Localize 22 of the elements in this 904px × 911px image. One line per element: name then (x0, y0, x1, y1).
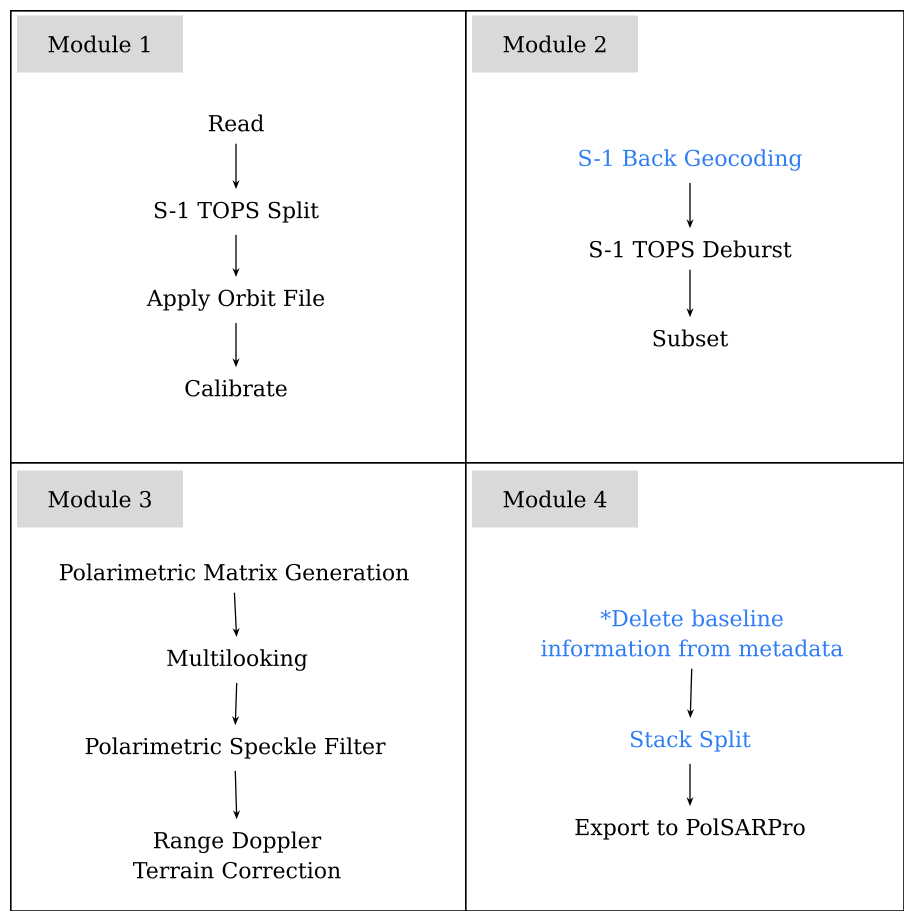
module-panel (10, 10, 467, 464)
step-label: Export to PolSARPro (575, 818, 805, 840)
step-label: S-1 TOPS Deburst (590, 240, 792, 258)
module-header: Module 2 (472, 16, 638, 72)
step-label: Polarimetric Matrix Generation (60, 563, 409, 580)
step-label: S-1 TOPS Split (154, 201, 319, 223)
step-label: Multilooking (167, 649, 308, 671)
step-label: *Delete baseline information from metadata (541, 609, 843, 656)
step-label: Calibrate (185, 379, 287, 396)
step-label: Range Doppler Terrain Correction (133, 831, 341, 878)
module-header: Module 1 (17, 16, 183, 72)
step-label: Read (208, 114, 264, 132)
module-panel (465, 462, 904, 911)
step-label: S-1 Back Geocoding (579, 149, 802, 171)
module-panel (10, 462, 467, 911)
module-header: Module 3 (17, 470, 183, 528)
step-label: Polarimetric Speckle Filter (86, 737, 386, 759)
step-label: Subset (654, 329, 728, 346)
module-panel (465, 10, 904, 464)
step-label: Stack Split (630, 730, 751, 752)
step-label: Apply Orbit File (146, 289, 324, 311)
module-header: Module 4 (472, 470, 638, 528)
